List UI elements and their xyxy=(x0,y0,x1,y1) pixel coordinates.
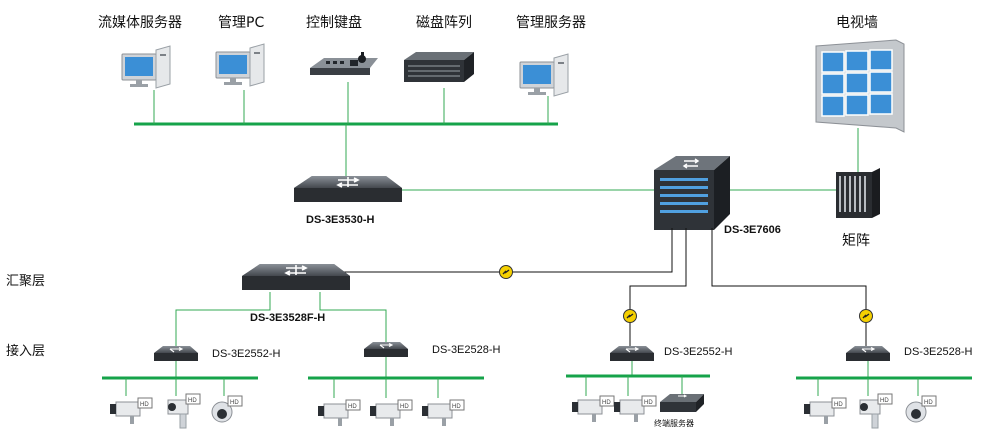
camera-icon xyxy=(803,397,847,425)
fiber-link-icon xyxy=(622,308,638,324)
video-wall-label: 电视墙 xyxy=(836,15,878,31)
control-keyboard-icon xyxy=(310,52,378,75)
control-keyboard-label: 控制键盘 xyxy=(306,15,362,31)
dome-camera-icon xyxy=(905,395,937,423)
matrix-label: 矩阵 xyxy=(842,233,870,249)
core-switch-ds3e7606-icon xyxy=(654,156,730,230)
ptz-camera-icon xyxy=(167,393,201,429)
access-switch-4-label: DS-3E2528-H xyxy=(904,346,973,358)
fiber-link-icon xyxy=(498,264,514,280)
camera-icon xyxy=(421,399,465,427)
core-switch-label: DS-3E7606 xyxy=(724,224,781,236)
streaming-server-icon xyxy=(121,45,171,89)
video-wall-icon xyxy=(815,39,905,133)
admin-pc-label: 管理PC xyxy=(218,15,265,31)
camera-icon xyxy=(369,399,413,427)
access-switch-1-label: DS-3E2552-H xyxy=(212,348,281,360)
camera-icon xyxy=(109,397,153,425)
access-switch-4-icon xyxy=(845,345,891,362)
terminal-server-label: 终端服务器 xyxy=(654,419,694,428)
fiber-link-icon xyxy=(858,308,874,324)
disk-array-label: 磁盘阵列 xyxy=(416,15,472,31)
admin-pc-icon xyxy=(215,43,265,87)
aggregation-switch-icon xyxy=(241,263,351,291)
streaming-server-label: 流媒体服务器 xyxy=(98,15,182,31)
dome-camera-icon xyxy=(211,395,243,423)
terminal-server-icon xyxy=(660,394,704,412)
admin-server-label: 管理服务器 xyxy=(516,15,586,31)
access-switch-2-icon xyxy=(363,341,409,358)
core-switch-left-label: DS-3E3530-H xyxy=(306,214,375,226)
access-switch-3-icon xyxy=(609,345,655,362)
camera-icon xyxy=(613,395,657,423)
aggregation-layer-label: 汇聚层 xyxy=(6,274,46,289)
access-switch-1-icon xyxy=(153,345,199,362)
admin-server-icon xyxy=(519,53,569,97)
camera-icon xyxy=(571,395,615,423)
matrix-icon xyxy=(836,168,880,218)
access-switch-3-label: DS-3E2552-H xyxy=(664,346,733,358)
camera-icon xyxy=(317,399,361,427)
access-layer-label: 接入层 xyxy=(6,344,46,359)
aggregation-switch-label: DS-3E3528F-H xyxy=(250,312,326,324)
access-switch-2-label: DS-3E2528-H xyxy=(432,344,501,356)
disk-array-icon xyxy=(404,52,474,82)
ptz-camera-icon xyxy=(859,393,893,429)
core-switch-left-icon xyxy=(293,175,403,203)
